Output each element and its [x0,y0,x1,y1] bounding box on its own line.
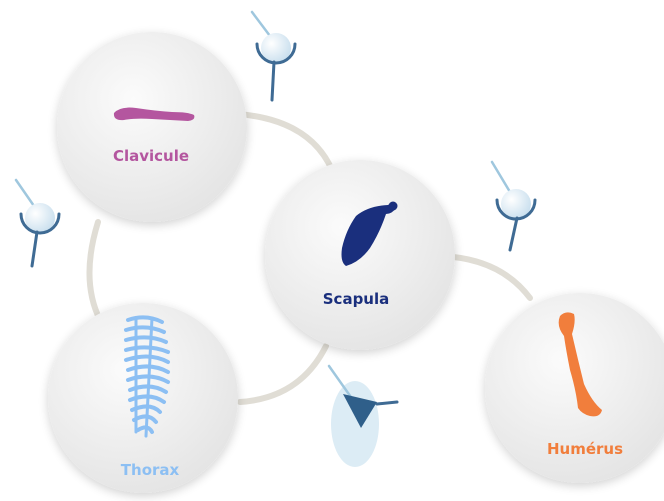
node-humerus[interactable]: Humérus [485,293,664,483]
node-clavicule-label: Clavicule [113,147,189,165]
node-clavicule[interactable]: Clavicule [57,32,247,222]
node-scapula-label: Scapula [323,290,390,308]
node-thorax-label: Thorax [121,461,180,479]
acromioclavicular-joint-icon[interactable] [252,12,295,100]
sternoclavicular-joint-icon[interactable] [16,180,59,266]
node-scapula[interactable]: Scapula [265,160,455,350]
node-thorax[interactable]: Thorax [48,303,238,493]
connector-clavicule-scapula [238,114,332,170]
scapula-acromion-icon [389,202,398,211]
scapulothoracic-joint-icon[interactable] [329,366,397,467]
connector-scapula-thorax [240,346,326,402]
node-clavicule-circle [57,32,247,222]
connector-clavicule-thorax [89,222,100,320]
node-humerus-label: Humérus [547,440,623,458]
glenohumeral-joint-icon[interactable] [492,162,535,250]
